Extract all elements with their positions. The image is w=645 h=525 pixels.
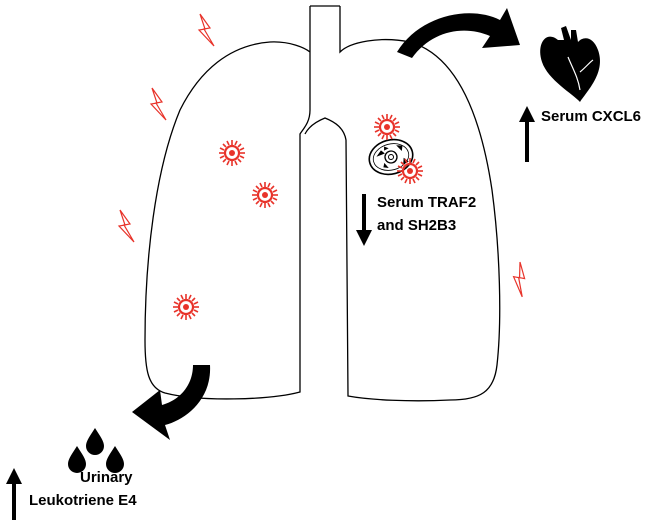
curved-arrow-to-heart-icon: [397, 8, 520, 58]
virus-icon: [250, 180, 280, 210]
trachea-and-left-lung: [144, 6, 311, 400]
serum-cxcl6-label: Serum CXCL6: [541, 108, 642, 125]
virus-icon: [217, 138, 247, 168]
lightning-icon: [150, 87, 167, 121]
virus-icon: [372, 112, 402, 142]
droplets-icon: [68, 428, 124, 473]
urinary-label: Urinary: [80, 469, 133, 486]
lightning-icon: [507, 261, 534, 298]
heart-icon: [540, 26, 601, 102]
curved-arrow-to-urine-icon: [132, 365, 211, 440]
lightning-icon: [118, 209, 135, 243]
sh2b3-label: and SH2B3: [377, 217, 457, 234]
trachea-and-right-lung: [304, 6, 501, 402]
leukotriene-label: Leukotriene E4: [29, 492, 137, 509]
up-arrow-cxcl6-icon: [519, 106, 535, 162]
immune-cell-icon: [368, 138, 414, 176]
virus-icon: [171, 292, 201, 322]
serum-traf2-label: Serum TRAF2: [377, 194, 477, 211]
lungs-outline: [144, 5, 501, 402]
up-arrow-leukotriene-icon: [6, 468, 22, 520]
down-arrow-traf2-icon: [356, 194, 372, 246]
lightning-icon: [198, 13, 215, 47]
